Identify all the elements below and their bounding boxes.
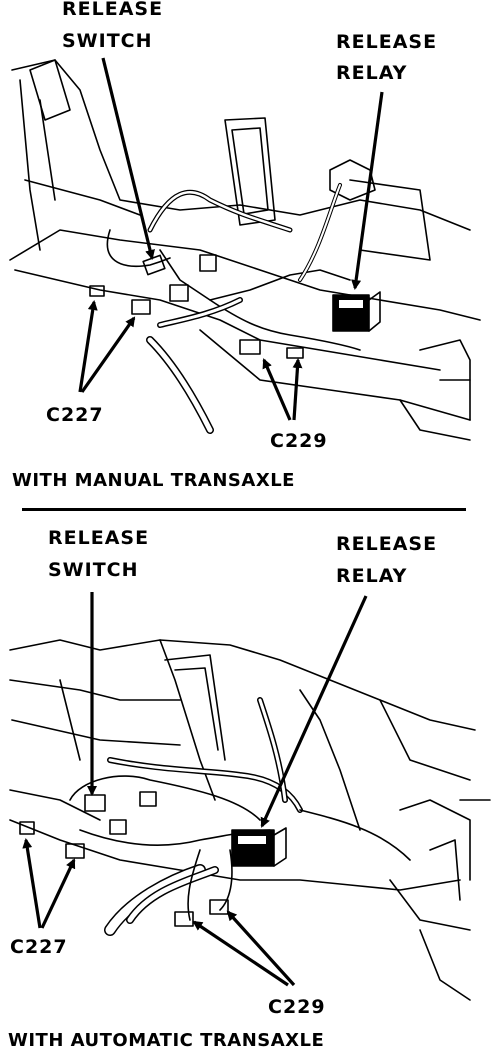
automatic-caption: WITH AUTOMATIC TRANSAXLE bbox=[8, 1030, 325, 1051]
automatic-c229-label: C229 bbox=[268, 996, 326, 1018]
automatic-panel-illustration bbox=[9, 639, 491, 1001]
manual-c229-pointer-b bbox=[292, 358, 303, 421]
manual-release-relay-pointer bbox=[351, 91, 384, 290]
manual-release-switch-label-line2: SWITCH bbox=[62, 30, 153, 52]
automatic-c227-pointer-b bbox=[40, 858, 76, 929]
automatic-c229-pointer-b bbox=[226, 910, 296, 987]
automatic-release-relay-label-line2: RELAY bbox=[336, 565, 408, 587]
manual-release-relay-label-line1: RELEASE bbox=[336, 31, 438, 53]
automatic-c227-pointer-a bbox=[22, 838, 42, 929]
manual-release-relay-label-line2: RELAY bbox=[336, 62, 408, 84]
automatic-release-switch-label-line2: SWITCH bbox=[48, 559, 139, 581]
manual-c227-pointer-a bbox=[78, 300, 98, 393]
section-divider bbox=[22, 508, 466, 511]
manual-c229-pointer-a bbox=[262, 358, 292, 421]
automatic-c227-label: C227 bbox=[10, 936, 68, 958]
manual-pointers bbox=[78, 57, 384, 421]
manual-caption: WITH MANUAL TRANSAXLE bbox=[12, 470, 295, 491]
manual-release-switch-label-line1: RELEASE bbox=[62, 0, 164, 20]
automatic-c229-pointer-a bbox=[192, 920, 289, 987]
automatic-release-relay-label-line1: RELEASE bbox=[336, 533, 438, 555]
automatic-release-switch-label-line1: RELEASE bbox=[48, 527, 150, 549]
manual-release-switch-pointer bbox=[101, 57, 155, 260]
manual-c229-label: C229 bbox=[270, 430, 328, 452]
automatic-release-relay-pointer bbox=[260, 595, 368, 828]
manual-c227-label: C227 bbox=[46, 404, 104, 426]
manual-panel-illustration bbox=[9, 59, 481, 441]
automatic-pointers bbox=[22, 592, 368, 987]
manual-c227-pointer-b bbox=[80, 316, 136, 393]
